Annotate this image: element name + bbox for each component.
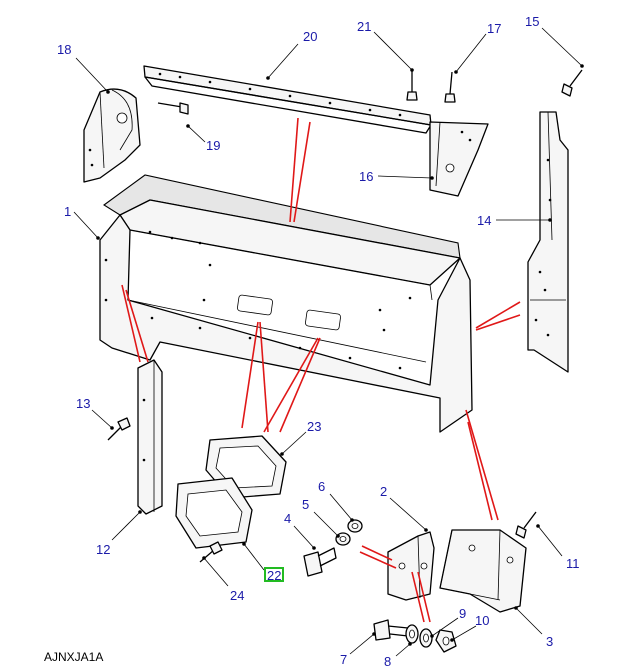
assembly-guide-lines bbox=[121, 117, 521, 623]
callout-5[interactable]: 5 bbox=[302, 497, 309, 512]
callout-leaders bbox=[73, 27, 584, 657]
callout-labels: 18 19 20 21 17 15 16 14 1 13 23 12 6 5 4… bbox=[57, 14, 580, 666]
part-21-bolt[interactable] bbox=[406, 70, 418, 101]
part-20-top-rail[interactable] bbox=[143, 65, 432, 134]
callout-7[interactable]: 7 bbox=[340, 652, 347, 666]
part-19-bolt[interactable] bbox=[157, 102, 189, 115]
callout-3[interactable]: 3 bbox=[546, 634, 553, 649]
callout-19[interactable]: 19 bbox=[206, 138, 220, 153]
part-18-hinge-bracket[interactable] bbox=[83, 88, 141, 183]
callout-22[interactable]: 22 bbox=[267, 568, 281, 583]
callout-21[interactable]: 21 bbox=[357, 19, 371, 34]
diagram-reference-code: AJNXJA1A bbox=[44, 650, 104, 664]
callout-4[interactable]: 4 bbox=[284, 511, 291, 526]
callout-1[interactable]: 1 bbox=[64, 204, 71, 219]
part-14-side-strip[interactable] bbox=[527, 111, 569, 373]
callout-20[interactable]: 20 bbox=[303, 29, 317, 44]
part-7-bolt[interactable] bbox=[373, 619, 409, 641]
callout-13[interactable]: 13 bbox=[76, 396, 90, 411]
callout-10[interactable]: 10 bbox=[475, 613, 489, 628]
part-24-screw[interactable] bbox=[199, 541, 223, 563]
part-16-corner-bracket[interactable] bbox=[429, 121, 489, 197]
part-12-filler-strip[interactable] bbox=[137, 359, 163, 515]
highlighted-callout-box bbox=[264, 567, 284, 582]
callout-11[interactable]: 11 bbox=[566, 556, 580, 571]
part-1-seat-box[interactable] bbox=[99, 174, 473, 433]
part-17-bolt[interactable] bbox=[444, 71, 456, 103]
callout-9[interactable]: 9 bbox=[459, 606, 466, 621]
part-9-washer[interactable] bbox=[419, 628, 433, 648]
callout-18[interactable]: 18 bbox=[57, 42, 71, 57]
callout-6[interactable]: 6 bbox=[318, 479, 325, 494]
part-11-bolt[interactable] bbox=[515, 511, 537, 539]
part-8-washer[interactable] bbox=[405, 624, 419, 644]
part-13-bolt[interactable] bbox=[107, 417, 131, 441]
callout-17[interactable]: 17 bbox=[487, 21, 501, 36]
callout-14[interactable]: 14 bbox=[477, 213, 491, 228]
callout-12[interactable]: 12 bbox=[96, 542, 110, 557]
part-4-bolt[interactable] bbox=[303, 547, 337, 577]
callout-24[interactable]: 24 bbox=[230, 588, 244, 603]
part-6-washer[interactable] bbox=[347, 519, 363, 533]
callout-16[interactable]: 16 bbox=[359, 169, 373, 184]
part-2-angle-bracket[interactable] bbox=[387, 531, 435, 601]
part-3-support-bracket[interactable] bbox=[439, 529, 527, 613]
callout-15[interactable]: 15 bbox=[525, 14, 539, 29]
callout-8[interactable]: 8 bbox=[384, 654, 391, 666]
callout-2[interactable]: 2 bbox=[380, 484, 387, 499]
part-22-grommet[interactable] bbox=[175, 477, 253, 549]
callout-23[interactable]: 23 bbox=[307, 419, 321, 434]
part-15-bolt[interactable] bbox=[561, 69, 583, 97]
part-10-nut[interactable] bbox=[435, 629, 457, 653]
